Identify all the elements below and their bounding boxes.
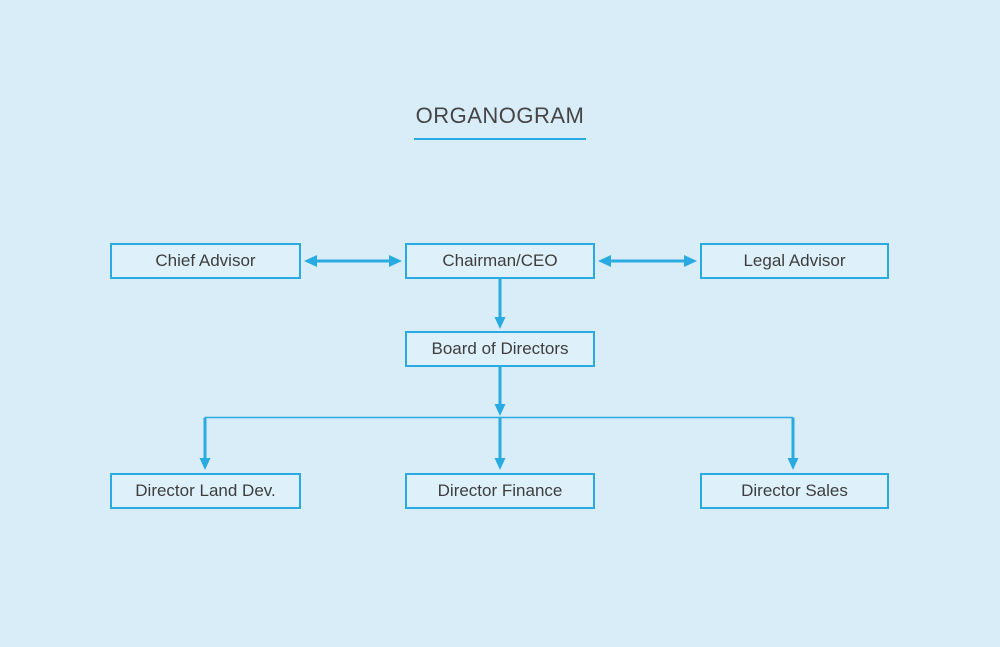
connector-junction-land: [199, 417, 211, 470]
node-chief-advisor-label: Chief Advisor: [155, 251, 256, 270]
node-director-finance-label: Director Finance: [437, 481, 563, 500]
node-legal-advisor: Legal Advisor: [700, 243, 889, 279]
node-chairman-ceo-label: Chairman/CEO: [442, 251, 558, 270]
node-director-sales: Director Sales: [700, 473, 889, 509]
node-board-of-directors: Board of Directors: [405, 331, 595, 367]
node-director-land-dev-label: Director Land Dev.: [135, 481, 276, 500]
connector-board-junction: [494, 367, 506, 416]
node-chairman-ceo: Chairman/CEO: [405, 243, 595, 279]
node-chief-advisor: Chief Advisor: [110, 243, 301, 279]
node-director-land-dev: Director Land Dev.: [110, 473, 301, 509]
connector-junction-sales: [787, 417, 799, 470]
connector-chairman-legal: [598, 255, 697, 267]
node-legal-advisor-label: Legal Advisor: [743, 251, 846, 270]
node-director-finance: Director Finance: [405, 473, 595, 509]
node-board-of-directors-label: Board of Directors: [431, 339, 569, 358]
connector-junction-finance: [494, 417, 506, 470]
node-director-sales-label: Director Sales: [741, 481, 848, 500]
page-title-text: ORGANOGRAM: [413, 103, 587, 140]
page-title: ORGANOGRAM: [0, 103, 1000, 140]
connector-chairman-board: [494, 279, 506, 329]
connector-chief-chairman: [304, 255, 402, 267]
